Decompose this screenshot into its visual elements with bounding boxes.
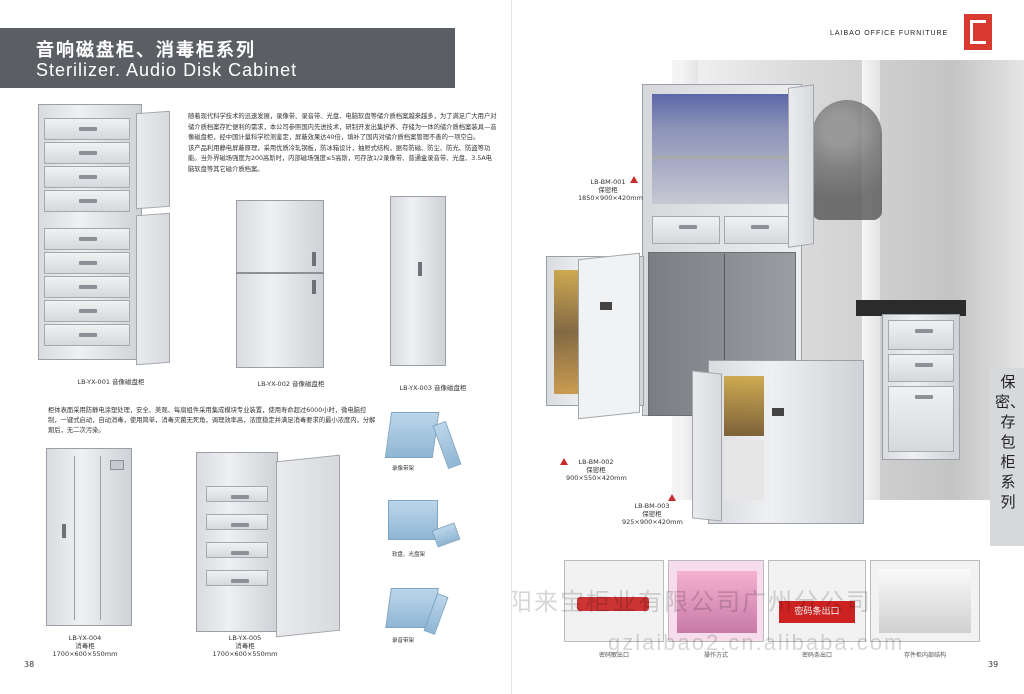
watermark-company: 洛阳来宝柜业有限公司广州分公司 xyxy=(512,588,872,616)
tray-audio-label: 录音带架 xyxy=(392,638,415,644)
series-title: 保密、存包柜系列 xyxy=(995,373,1024,511)
pointer-bm-002-icon xyxy=(560,458,568,465)
thumb-2-caption: 操作方式 xyxy=(703,652,728,659)
thumb-1-caption: 密码取出口 xyxy=(598,652,629,659)
left-page: 音响磁盘柜、消毒柜系列 Sterilizer. Audio Disk Cabin… xyxy=(0,28,497,669)
label-bm-002: LB-BM-002 保密柜 900×550×420mm xyxy=(566,458,627,482)
thumb-1-image xyxy=(564,560,664,642)
pointer-bm-003-icon xyxy=(668,494,676,501)
brand-name: LAIBAO OFFICE FURNITURE xyxy=(830,30,949,37)
caption-yx-003: LB-YX-003 音像磁盘柜 xyxy=(399,384,467,392)
label-bm-001: LB-BM-001 保密柜 1850×900×420mm xyxy=(578,178,643,202)
thumb-2-image xyxy=(668,560,764,642)
page-number-left: 38 xyxy=(24,660,35,669)
title-band xyxy=(0,28,455,88)
pointer-bm-001-icon xyxy=(630,176,638,183)
thumb-4-image xyxy=(870,560,980,642)
caption-yx-002: LB-YX-002 音像磁盘柜 xyxy=(257,380,325,388)
thumb-3-caption: 密码条出口 xyxy=(801,652,832,659)
thumb-3-image: 密码条出口 xyxy=(768,560,866,642)
page-title-en: Sterilizer. Audio Disk Cabinet xyxy=(36,60,298,80)
office-person-image xyxy=(812,100,882,220)
tray-video-label: 录像带架 xyxy=(392,466,415,472)
right-page: LAIBAO OFFICE FURNITURE LB-BM-001 保密柜 18… xyxy=(512,0,1024,694)
watermark-url: gzlaibao2.cn.alibaba.com xyxy=(608,630,905,655)
page-number-right: 39 xyxy=(988,660,999,669)
thumb-4-caption: 存件柜内部结构 xyxy=(903,652,946,659)
side-tab xyxy=(990,368,1024,546)
label-bm-003: LB-BM-003 保密柜 925×900×420mm xyxy=(622,502,683,526)
page-title-cn: 音响磁盘柜、消毒柜系列 xyxy=(36,40,256,61)
caption-yx-001: LB-YX-001 音像磁盘柜 xyxy=(77,378,145,386)
sterilizer-description: 柜体表面采用防静电涂塑处理，安全、美观、每扇组件采用集成模块专业装置，使用寿命超… xyxy=(48,407,376,434)
caption-yx-004: LB-YX-004 消毒柜 1700×600×550mm xyxy=(52,634,118,658)
tray-disk-label: 软盘、光盘架 xyxy=(392,552,426,558)
intro-text: 随着现代科学技术的迅速发展，录像带、录音带、光盘、电脑软盘等储介质档案越来越多，… xyxy=(188,113,497,173)
caption-yx-005: LB-YX-005 消毒柜 1700×600×550mm xyxy=(212,634,278,658)
